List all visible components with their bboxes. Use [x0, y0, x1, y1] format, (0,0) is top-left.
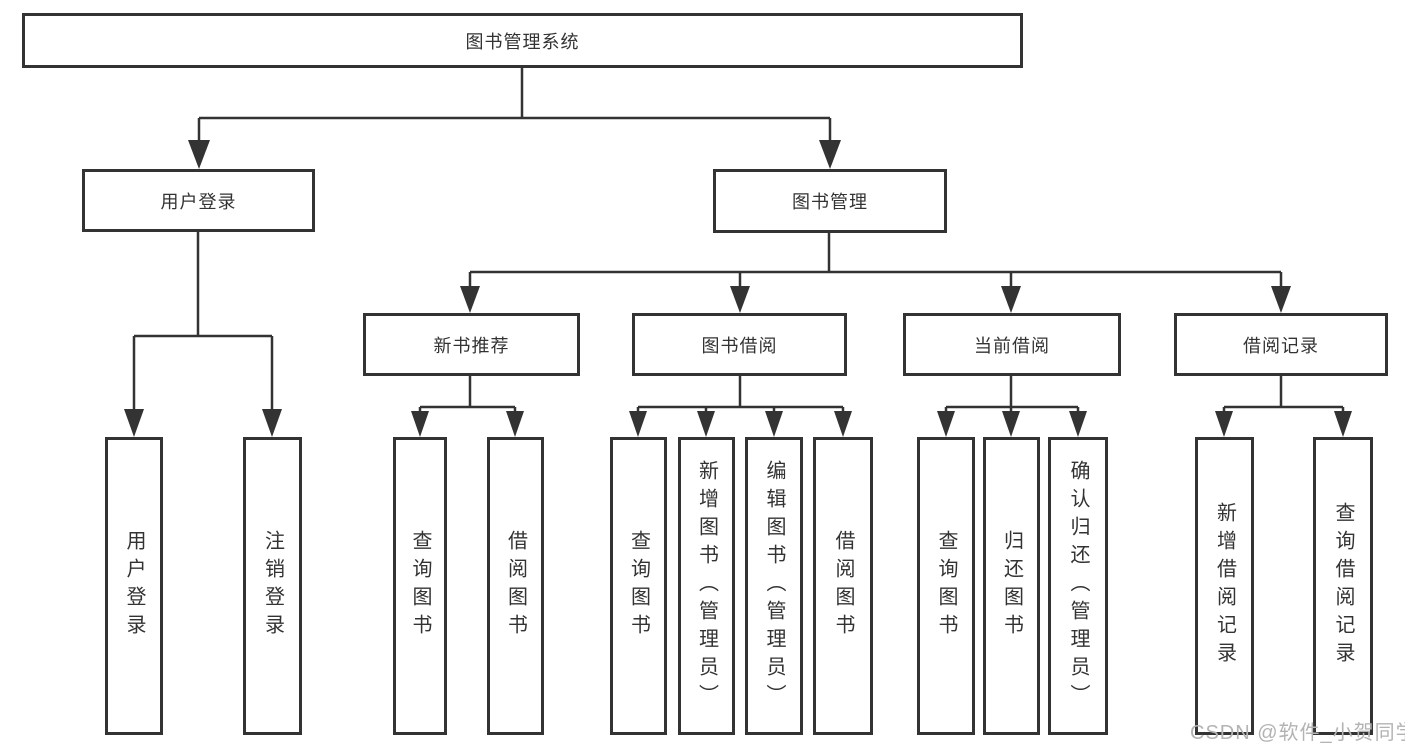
arrow-down-icon: [1334, 411, 1352, 437]
arrowheads: [124, 140, 1352, 437]
node-leaf-borrow-book-recommend: 借阅图书: [487, 437, 544, 735]
node-leaf-query-borrow-record-label: 查询借阅记录: [1332, 502, 1354, 670]
node-leaf-user-login-label: 用户登录: [123, 530, 145, 642]
arrow-down-icon: [411, 411, 429, 437]
arrow-down-icon: [1215, 411, 1233, 437]
node-leaf-query-book-borrow: 查询图书: [610, 437, 667, 735]
node-leaf-edit-book-admin: 编辑图书（管理员）: [745, 437, 803, 735]
node-book-borrow-label: 图书借阅: [701, 335, 778, 356]
node-borrow-records-label: 借阅记录: [1243, 335, 1319, 356]
arrow-down-icon: [730, 286, 750, 313]
node-leaf-add-borrow-record: 新增借阅记录: [1195, 437, 1254, 735]
arrow-down-icon: [697, 411, 715, 437]
node-leaf-borrow-book-recommend-label: 借阅图书: [504, 530, 527, 642]
arrow-down-icon: [1001, 286, 1021, 313]
watermark: CSDN @软件_小贺同学: [1190, 722, 1405, 744]
node-leaf-confirm-return-admin-label: 确认归还（管理员）: [1067, 460, 1089, 712]
arrow-down-icon: [460, 286, 480, 313]
node-book-borrow: 图书借阅: [632, 313, 847, 376]
node-library-system: 图书管理系统: [22, 13, 1023, 68]
node-leaf-borrow-book: 借阅图书: [813, 437, 873, 735]
node-leaf-query-borrow-record: 查询借阅记录: [1313, 437, 1373, 735]
node-leaf-query-book-borrow-label: 查询图书: [627, 530, 650, 642]
arrow-down-icon: [1271, 286, 1291, 313]
node-book-management: 图书管理: [713, 169, 947, 233]
arrow-down-icon: [629, 411, 647, 437]
node-leaf-confirm-return-admin: 确认归还（管理员）: [1048, 437, 1108, 735]
node-leaf-add-book-admin-label: 新增图书（管理员）: [695, 460, 718, 712]
node-leaf-user-login: 用户登录: [105, 437, 163, 735]
node-leaf-add-borrow-record-label: 新增借阅记录: [1213, 502, 1236, 670]
arrow-down-icon: [1069, 411, 1087, 437]
arrow-down-icon: [834, 411, 852, 437]
node-leaf-borrow-book-label: 借阅图书: [832, 530, 854, 642]
node-new-book-recommend-label: 新书推荐: [433, 335, 510, 356]
connector-recommend-branch: [418, 376, 517, 432]
arrow-down-icon: [262, 409, 282, 437]
node-leaf-return-book: 归还图书: [983, 437, 1040, 735]
node-user-login-label: 用户登录: [160, 191, 237, 212]
node-leaf-query-book-recommend-label: 查询图书: [409, 530, 431, 642]
arrow-down-icon: [124, 409, 144, 437]
node-borrow-records: 借阅记录: [1174, 313, 1388, 376]
node-book-management-label: 图书管理: [792, 192, 868, 212]
node-leaf-add-book-admin: 新增图书（管理员）: [678, 437, 735, 735]
connector-borrow-branch: [636, 376, 845, 432]
node-leaf-edit-book-admin-label: 编辑图书（管理员）: [763, 460, 785, 712]
node-user-login: 用户登录: [82, 169, 315, 232]
node-leaf-query-book-current-label: 查询图书: [935, 530, 957, 642]
connector-root-branch: [197, 66, 832, 163]
node-leaf-logout-label: 注销登录: [261, 530, 284, 642]
node-new-book-recommend: 新书推荐: [363, 313, 580, 376]
arrow-down-icon: [188, 140, 210, 169]
arrow-down-icon: [1002, 411, 1020, 437]
arrow-down-icon: [819, 140, 841, 169]
node-leaf-return-book-label: 归还图书: [1000, 530, 1023, 642]
node-current-borrow: 当前借阅: [903, 313, 1121, 376]
connector-records-branch: [1222, 376, 1345, 432]
node-leaf-logout: 注销登录: [243, 437, 302, 735]
node-leaf-query-book-recommend: 查询图书: [393, 437, 447, 735]
arrow-down-icon: [506, 411, 524, 437]
node-library-system-label: 图书管理系统: [465, 31, 580, 52]
connector-book-management-branch: [468, 233, 1283, 308]
connector-user-login-branch: [132, 232, 274, 431]
arrow-down-icon: [937, 411, 955, 437]
node-current-borrow-label: 当前借阅: [974, 335, 1050, 356]
node-leaf-query-book-current: 查询图书: [917, 437, 975, 735]
arrow-down-icon: [765, 411, 783, 437]
